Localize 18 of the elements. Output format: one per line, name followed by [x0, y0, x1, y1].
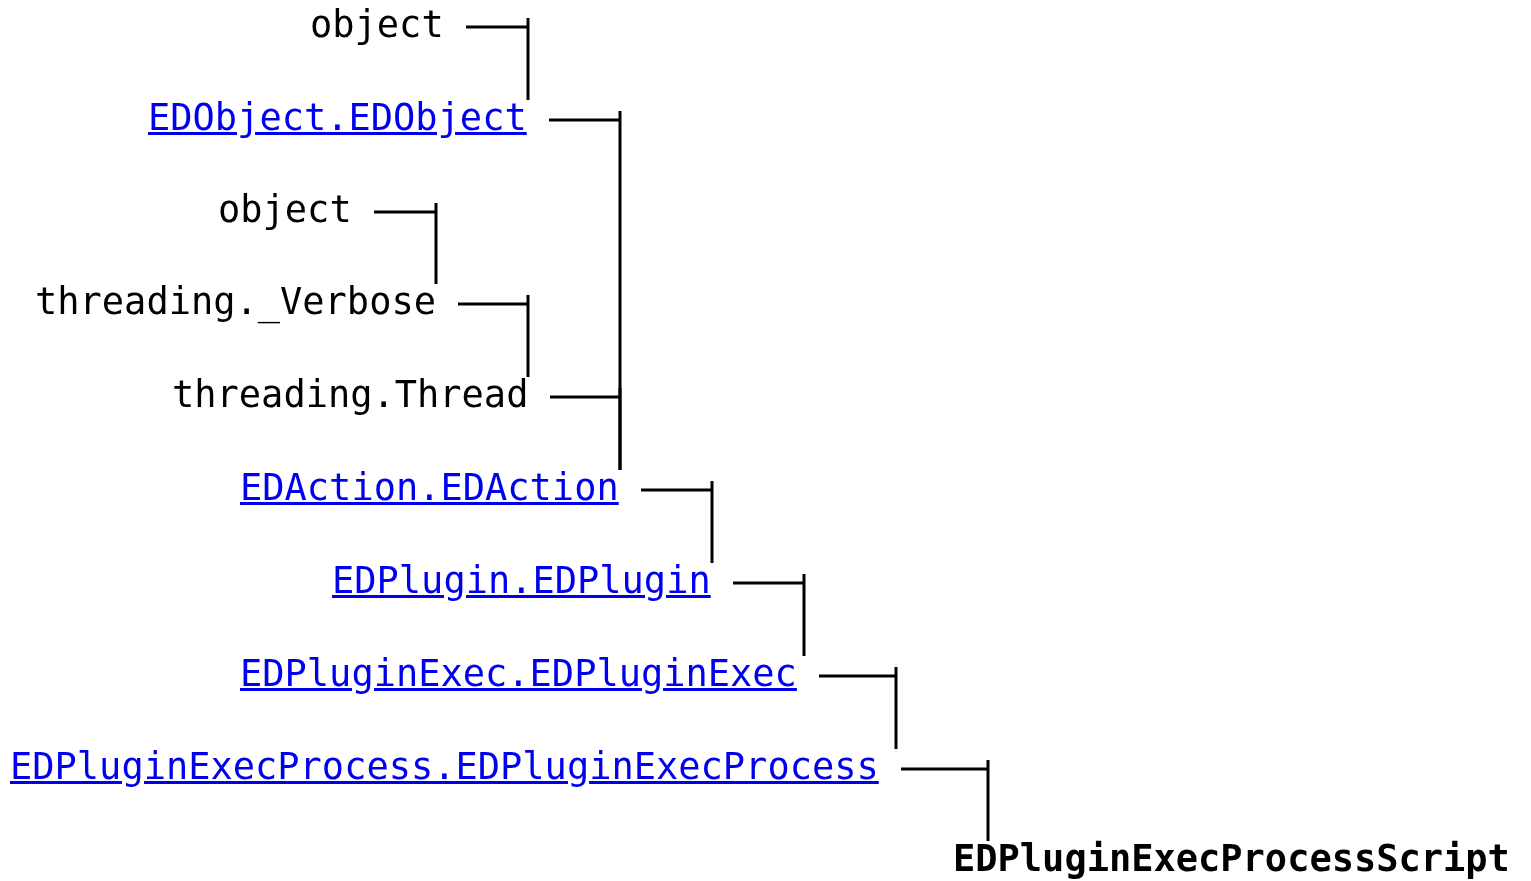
- connector-line: [731, 572, 806, 658]
- class-name: threading.Thread: [172, 375, 529, 415]
- class-name: threading._Verbose: [35, 282, 436, 322]
- class-name: object: [218, 190, 352, 230]
- connector-line: [372, 201, 438, 286]
- class-link: EDObject.EDObject: [148, 98, 527, 138]
- connector-line: [899, 758, 990, 843]
- class-link: EDPlugin.EDPlugin: [332, 561, 711, 601]
- class-link: EDPluginExec.EDPluginExec: [240, 654, 797, 694]
- connector-line: [639, 479, 714, 565]
- connector-line: [456, 293, 530, 379]
- class-link: EDPluginExecProcess.EDPluginExecProcess: [10, 747, 879, 787]
- connector-line: [817, 665, 898, 751]
- class-name: object: [310, 5, 444, 45]
- connector-line: [548, 386, 622, 472]
- class-link: EDAction.EDAction: [240, 468, 619, 508]
- connector-line: [464, 16, 530, 102]
- class-name: EDPluginExecProcessScript: [953, 839, 1510, 879]
